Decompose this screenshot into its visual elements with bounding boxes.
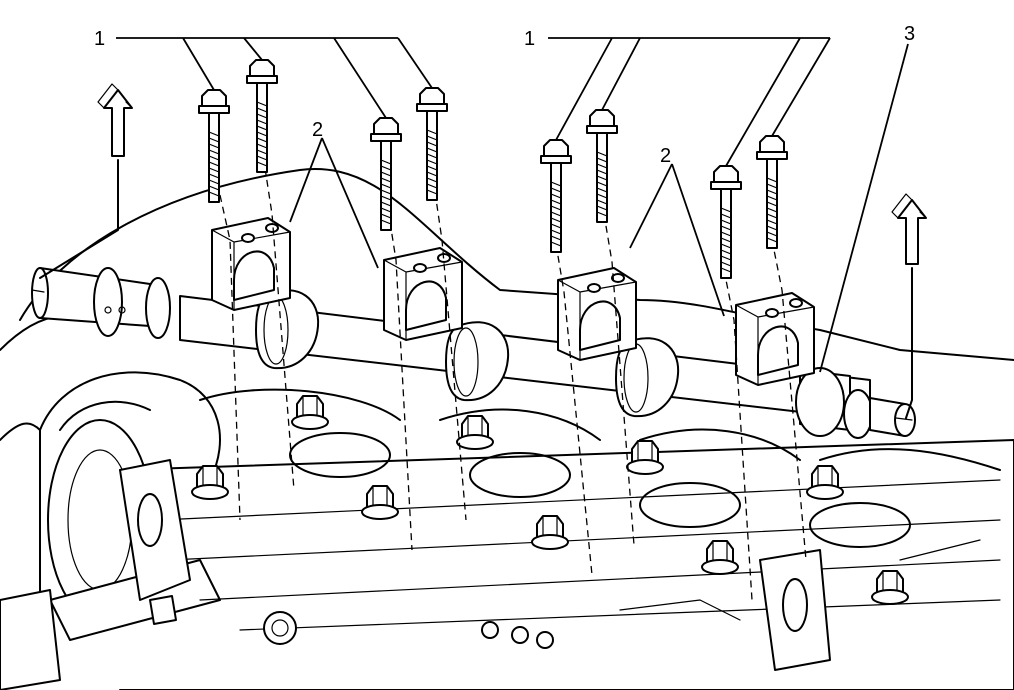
callout-bolts-left: 1 (94, 28, 105, 50)
up-arrow-icon (39, 83, 133, 279)
leader-lines (116, 37, 909, 373)
alignment-lines (219, 167, 807, 601)
callout-caps-right: 2 (660, 145, 671, 167)
callout-bolts-right: 1 (524, 28, 535, 50)
up-arrow-icon (891, 193, 927, 419)
callout-camshaft: 3 (904, 23, 915, 45)
engine-block (0, 168, 1014, 690)
callout-caps-left: 2 (312, 119, 323, 141)
camshaft (31, 267, 916, 439)
